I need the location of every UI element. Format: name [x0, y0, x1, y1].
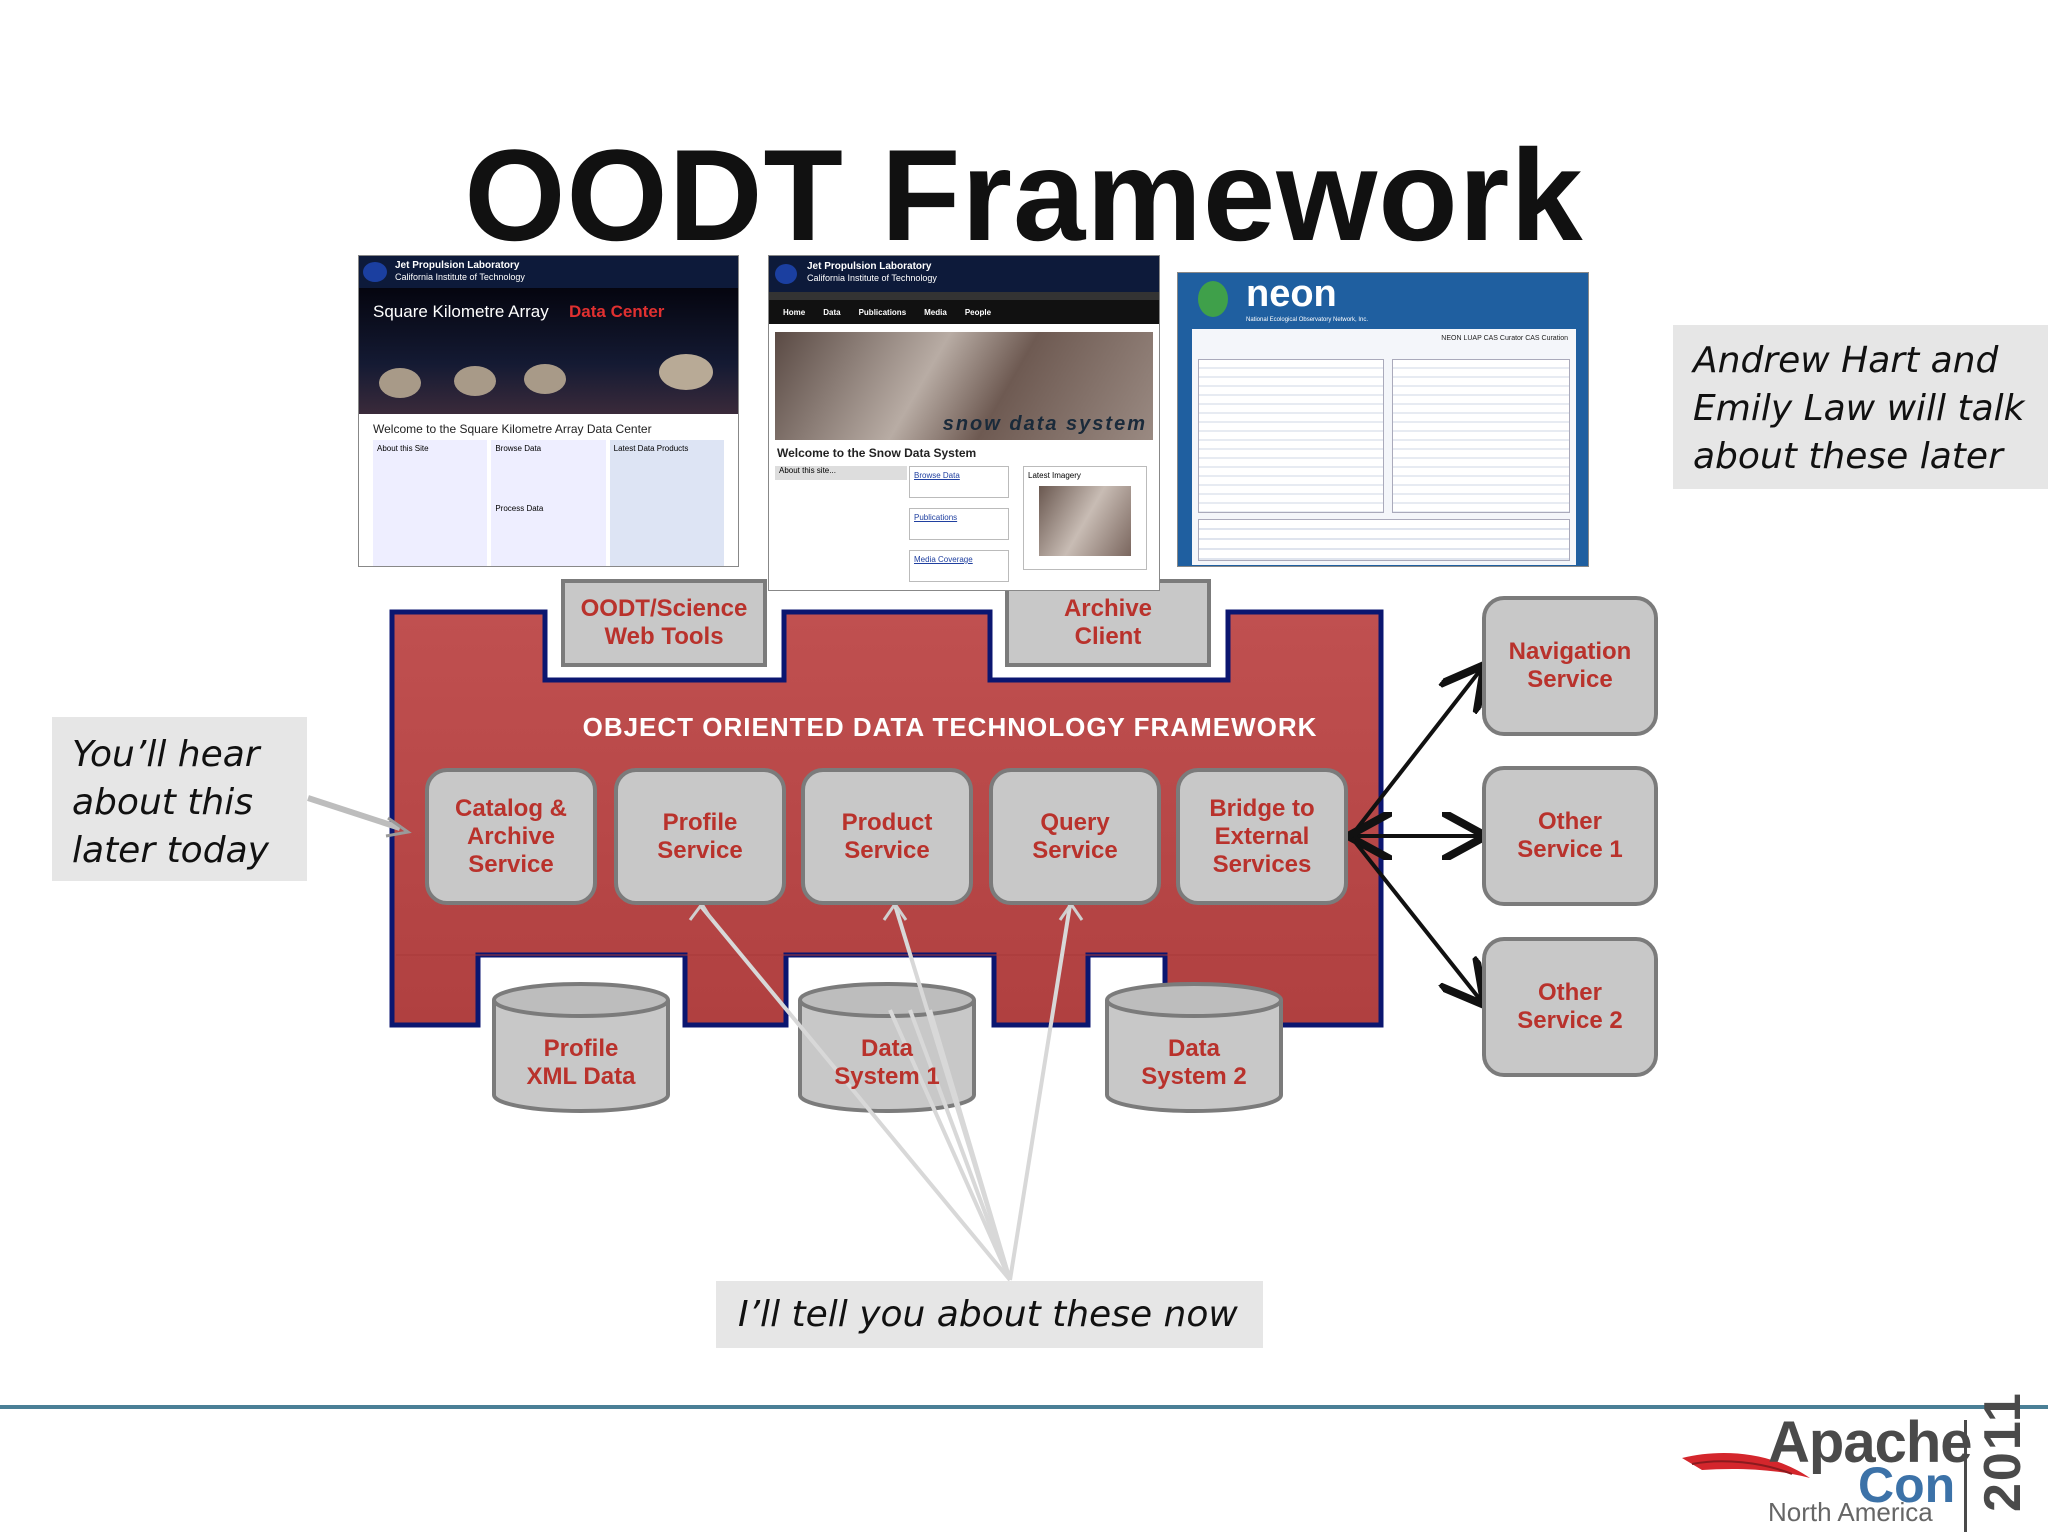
- logo-con: Con: [1858, 1457, 1956, 1513]
- note-right-line-3: about these later: [1693, 436, 2003, 477]
- other-service-2: Other Service 2: [1482, 937, 1658, 1077]
- snow-nav-people[interactable]: People: [964, 307, 992, 317]
- ska-org-sub: California Institute of Technology: [395, 272, 525, 282]
- cylinder-data-system-1: [798, 982, 976, 1113]
- tab-archive-client: Archive Client: [1005, 579, 1211, 667]
- note-right-line-1: Andrew Hart and: [1693, 340, 1999, 381]
- logo-north-america: North America: [1768, 1497, 1933, 1527]
- snow-latest: Latest Imagery: [1028, 471, 1081, 480]
- data-system-2-label: Data System 2: [1141, 1035, 1247, 1090]
- note-right: Andrew Hart and Emily Law will talk abou…: [1673, 325, 2048, 489]
- navigation-service: Navigation Service: [1482, 596, 1658, 736]
- cylinder-profile-xml: [492, 982, 670, 1113]
- neon-file-list: [1198, 359, 1384, 513]
- snow-welcome: Welcome to the Snow Data System: [777, 446, 977, 460]
- globe-icon: [1198, 281, 1228, 317]
- ska-col2b: Process Data: [495, 504, 544, 513]
- profile-service: Profile Service: [614, 768, 786, 905]
- logo-apache: Apache: [1768, 1410, 1973, 1475]
- slide-title: OODT Framework: [464, 122, 1584, 268]
- screenshot-neon: neon National Ecological Observatory Net…: [1177, 272, 1589, 567]
- dish-icon: [379, 368, 421, 398]
- snow-nav-publications[interactable]: Publications: [858, 307, 907, 317]
- logo-year-box: 2011: [1964, 1391, 2032, 1532]
- data-system-1-label: Data System 1: [834, 1035, 940, 1090]
- note-left-line-3: later today: [72, 830, 269, 871]
- snow-about: About this site...: [775, 466, 907, 480]
- snow-nav-data[interactable]: Data: [823, 307, 841, 317]
- pointer-left-note: [307, 795, 401, 831]
- cylinder-data-system-2: [1105, 982, 1283, 1113]
- snow-link-media[interactable]: Media Coverage: [909, 550, 1009, 582]
- neon-logo: neon: [1246, 273, 1337, 315]
- logo-year: 2011: [1974, 1391, 2032, 1512]
- screenshot-snow: Jet Propulsion Laboratory California Ins…: [768, 255, 1160, 591]
- snow-nav-media[interactable]: Media: [924, 307, 947, 317]
- snow-link-browse[interactable]: Browse Data: [909, 466, 1009, 498]
- ska-col3: Latest Data Products: [609, 440, 724, 566]
- other-service-1: Other Service 1: [1482, 766, 1658, 906]
- note-left-line-1: You’ll hear: [72, 734, 260, 775]
- framework-label: OBJECT ORIENTED DATA TECHNOLOGY FRAMEWOR…: [582, 712, 1318, 742]
- bridge-external-services: Bridge to External Services: [1176, 768, 1348, 905]
- nasa-logo-icon: [775, 264, 797, 284]
- note-left: You’ll hear about this later today: [52, 717, 307, 881]
- arrow-to-navigation: [1350, 668, 1482, 837]
- product-service: Product Service: [801, 768, 973, 905]
- dish-icon: [659, 354, 713, 390]
- snow-banner-text: snow data system: [942, 413, 1147, 435]
- ska-col1: About this Site: [373, 440, 488, 566]
- footer-rule: [0, 1405, 2048, 1409]
- snow-org-name: Jet Propulsion Laboratory: [807, 261, 932, 272]
- snow-banner-image: snow data system: [775, 332, 1153, 440]
- tab-web-tools: OODT/Science Web Tools: [561, 579, 767, 667]
- snow-org-sub: California Institute of Technology: [807, 273, 937, 283]
- note-bottom: I’ll tell you about these now: [716, 1281, 1263, 1348]
- ska-heading-a: Square Kilometre Array: [373, 302, 549, 321]
- ska-welcome: Welcome to the Square Kilometre Array Da…: [373, 422, 652, 436]
- nasa-logo-icon: [363, 262, 387, 282]
- dish-icon: [454, 366, 496, 396]
- catalog-archive-service: Catalog & Archive Service: [425, 768, 597, 905]
- neon-metadata-list: [1392, 359, 1570, 513]
- ska-org-name: Jet Propulsion Laboratory: [395, 260, 520, 271]
- query-service: Query Service: [989, 768, 1161, 905]
- ska-col2: Browse Data: [495, 444, 542, 453]
- note-right-line-2: Emily Law will talk: [1693, 388, 2025, 429]
- ska-heading-b: Data Center: [569, 302, 665, 321]
- neon-table: [1198, 519, 1570, 561]
- note-left-line-2: about this: [72, 782, 254, 823]
- neon-heading: NEON LUAP CAS Curator CAS Curation: [1441, 335, 1568, 342]
- snow-nav-home[interactable]: Home: [783, 307, 806, 317]
- apache-feather-icon: [1682, 1452, 1810, 1478]
- neon-tagline: National Ecological Observatory Network,…: [1246, 317, 1369, 323]
- screenshot-ska: Jet Propulsion Laboratory California Ins…: [358, 255, 739, 567]
- dish-icon: [524, 364, 566, 394]
- snow-link-publications[interactable]: Publications: [909, 508, 1009, 540]
- arrow-to-other-2: [1350, 836, 1482, 1002]
- profile-xml-data-label: Profile XML Data: [526, 1035, 636, 1090]
- pointers-bottom-note: [698, 903, 1072, 1282]
- snow-latest-image: [1039, 486, 1131, 556]
